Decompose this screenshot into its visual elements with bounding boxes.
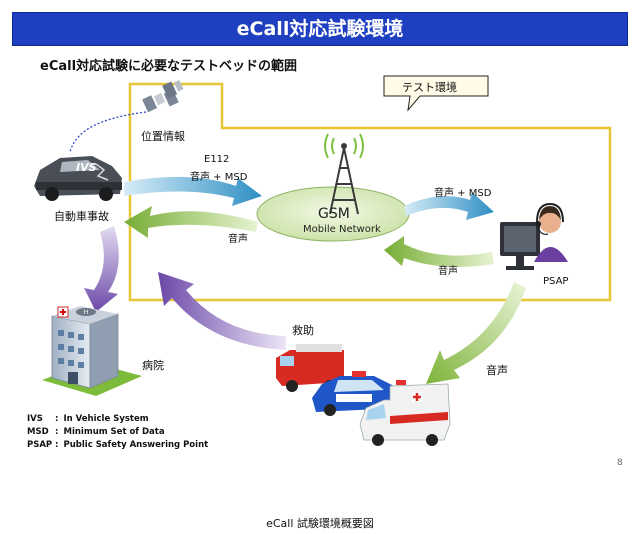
test-env-callout <box>383 75 489 112</box>
voice-bottom-label: 音声 <box>486 364 508 377</box>
gsm-label: GSM <box>318 206 350 222</box>
ambulance-icon <box>359 380 451 446</box>
voice-msd-right-label: 音声 + MSD <box>434 188 492 199</box>
location-label: 位置情報 <box>141 130 185 143</box>
test-environment-boundary <box>128 82 612 302</box>
arrow-ivs-to-gsm <box>124 176 262 206</box>
voice-right-label: 音声 <box>438 266 458 277</box>
svg-text:H: H <box>84 309 89 316</box>
gsm-tower-icon <box>324 133 364 215</box>
satellite-icon <box>142 79 184 113</box>
crashed-car-icon <box>34 156 122 201</box>
accident-label: 自動車事故 <box>54 210 109 223</box>
title-bar: eCall対応試験環境 <box>12 12 628 46</box>
voice-left-label: 音声 <box>228 234 248 245</box>
hospital-icon: H <box>42 306 142 396</box>
arrow-rescue <box>158 272 286 350</box>
abbreviation-row: MSD: Minimum Set of Data <box>27 427 165 437</box>
psap-label: PSAP <box>543 276 569 287</box>
arrow-gsm-to-ivs <box>124 206 258 238</box>
ivs-label: IVS <box>76 161 97 174</box>
arrow-psap-to-ambulance <box>426 282 526 384</box>
operator-icon <box>500 202 568 270</box>
page-number: 8 <box>617 458 623 468</box>
arrow-gsm-to-psap <box>404 192 494 220</box>
e112-label: E112 <box>204 154 230 165</box>
mobile-network-label: Mobile Network <box>303 224 381 235</box>
abbreviation-list: IVS: In Vehicle System MSD: Minimum Set … <box>27 406 209 450</box>
hospital-label: 病院 <box>142 359 164 372</box>
arrow-psap-to-gsm <box>384 236 494 267</box>
page-subtitle: eCall対応試験に必要なテストベッドの範囲 <box>40 59 298 74</box>
voice-msd-left-label: 音声 + MSD <box>190 172 248 183</box>
satellite-link <box>69 111 147 153</box>
abbreviation-row: IVS: In Vehicle System <box>27 414 149 424</box>
arrow-accident-to-hospital <box>84 226 119 312</box>
figure-caption: eCall 試験環境概要図 <box>266 517 374 530</box>
test-env-label: テスト環境 <box>402 81 457 94</box>
rescue-label: 救助 <box>292 324 314 337</box>
page-title: eCall対応試験環境 <box>236 18 404 40</box>
abbreviation-row: PSAP: Public Safety Answering Point <box>27 440 209 450</box>
